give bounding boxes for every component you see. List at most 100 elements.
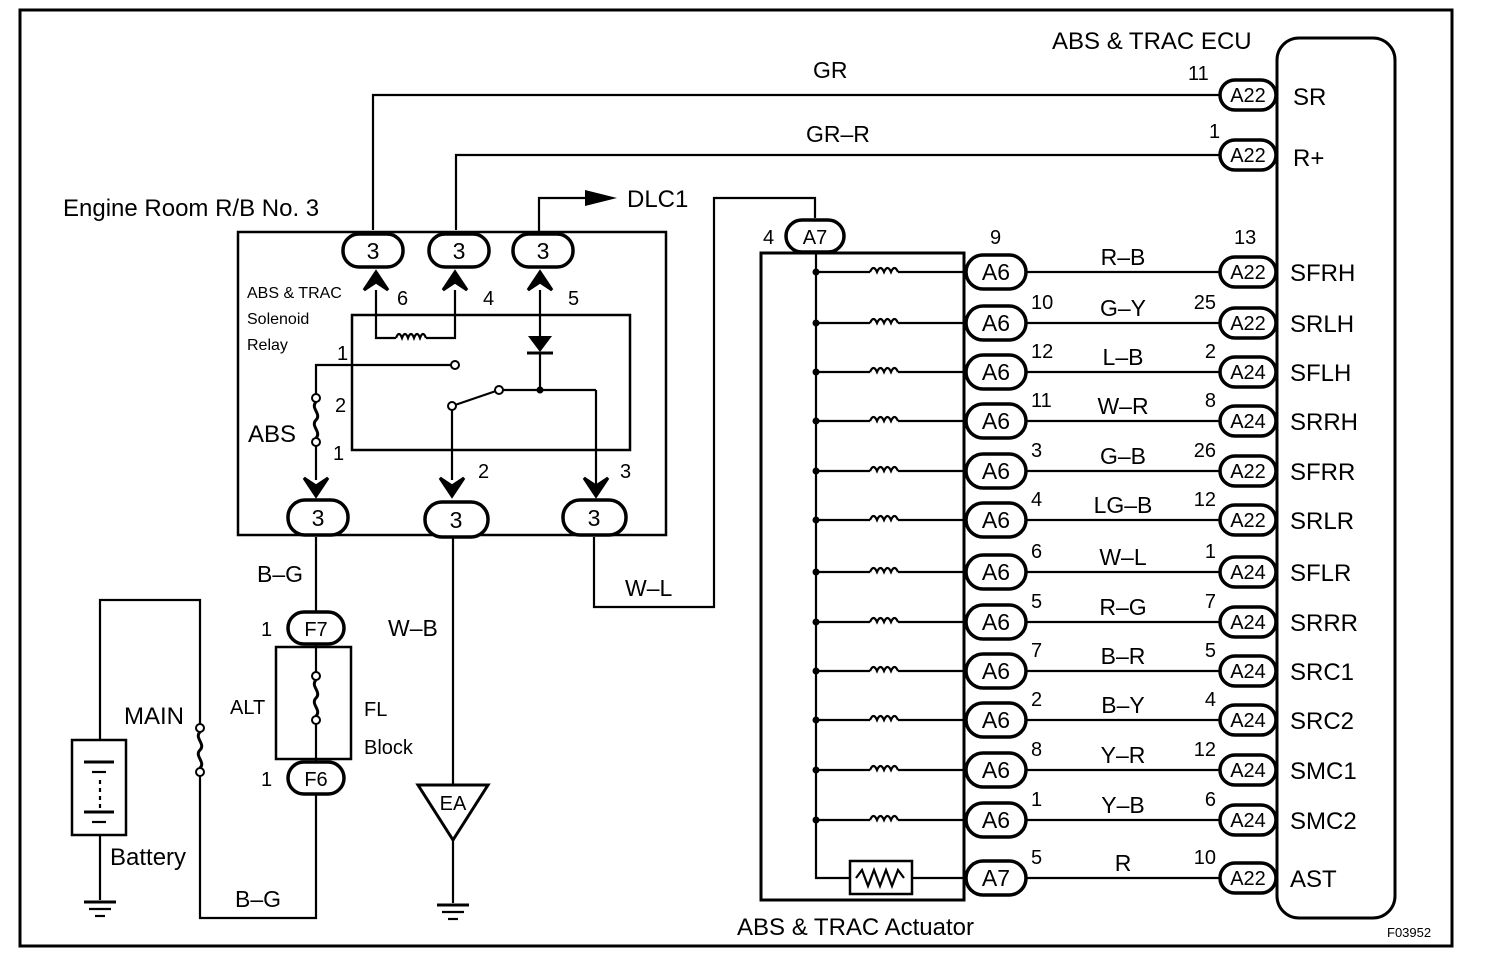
rplus-terminal: R+ [1293, 145, 1324, 172]
solenoid-coil-icon [868, 566, 900, 575]
actuator-connector: A6 [964, 402, 1028, 440]
actuator-connector: A6 [964, 353, 1028, 391]
ecu-connector: A24 [1218, 703, 1278, 737]
actuator-pin: 10 [1031, 292, 1053, 314]
solenoid-coil-icon [868, 317, 900, 326]
solenoid-coil-icon [868, 514, 900, 523]
alt-fuse-icon [312, 678, 320, 718]
actuator-pin: 11 [1031, 390, 1052, 412]
svg-text:A24: A24 [1230, 810, 1266, 832]
alt-label: ALT [230, 697, 265, 719]
fuse-pin-1: 1 [333, 443, 344, 465]
actuator-box [759, 251, 966, 902]
actuator-pin: 6 [1031, 541, 1042, 563]
relay-pin-5: 5 [568, 288, 579, 310]
wire-color: R–B [1101, 244, 1146, 270]
ecu-pin: 12 [1194, 739, 1216, 761]
wire-sr-color: GR [813, 57, 848, 83]
svg-text:A6: A6 [982, 458, 1010, 484]
actuator-bus [814, 252, 850, 880]
actuator-label: ABS & TRAC Actuator [737, 914, 974, 941]
solenoid-coil-icon [868, 415, 900, 424]
abs-fuse-label: ABS [248, 421, 296, 448]
wire-color: Y–R [1101, 742, 1146, 768]
actuator-pin: 9 [990, 227, 1001, 249]
pin4-arrow-icon [441, 269, 469, 292]
ecu-connector: A22 [1218, 503, 1278, 537]
wire-wb-color: W–B [388, 615, 438, 641]
actuator-connector: A6 [964, 553, 1028, 591]
battery-box [70, 738, 128, 837]
wire-wl-color: W–L [625, 575, 673, 601]
ecu-terminal: SRRR [1290, 610, 1358, 637]
relay-inner-box [350, 313, 632, 452]
actuator-pin: 12 [1031, 341, 1053, 363]
fl-label: FL [364, 699, 387, 721]
svg-text:A22: A22 [1230, 313, 1266, 335]
dlc1-arrow-icon [585, 190, 617, 206]
actuator-pin: 3 [1031, 440, 1042, 462]
relay-label-3: Relay [247, 337, 288, 354]
relay-label-2: Solenoid [247, 311, 309, 328]
pin5-arrow-icon [526, 269, 554, 292]
wire-dlc1 [537, 196, 590, 232]
svg-text:F6: F6 [304, 769, 327, 791]
solenoid-coil-icon [868, 266, 900, 275]
wire-bg-bottom [198, 776, 318, 920]
a7-top-connector: A7 [784, 218, 846, 254]
ecu-pin: 10 [1194, 847, 1216, 869]
svg-text:A6: A6 [982, 259, 1010, 285]
ecu-connector: A22 [1218, 454, 1278, 488]
ecu-terminal: SRLH [1290, 311, 1354, 338]
block-label: Block [364, 737, 414, 759]
ecu-terminal: SRRH [1290, 409, 1358, 436]
ecu-pin: 5 [1205, 640, 1216, 662]
ecu-terminal: SFRH [1290, 260, 1355, 287]
sr-ecu-connector: A22 [1218, 78, 1278, 112]
actuator-pin: 4 [1031, 489, 1042, 511]
a7-top-pin: 4 [763, 227, 774, 249]
wire-color: Y–B [1101, 792, 1144, 818]
wire-bg-color: B–G [257, 561, 303, 587]
f7-connector: F7 [286, 610, 346, 646]
actuator-connector: A6 [964, 452, 1028, 490]
relay-bottom-connector-3: 3 [561, 498, 628, 537]
ecu-terminal: SRC2 [1290, 708, 1354, 735]
solenoid-coil-icon [868, 665, 900, 674]
switch-arm-icon [454, 389, 497, 407]
diode-icon [528, 336, 552, 352]
ecu-pin: 4 [1205, 689, 1216, 711]
battery-icon [84, 760, 114, 824]
down-arrow-1-icon [302, 476, 330, 499]
ecu-terminal: SRLR [1290, 508, 1354, 535]
svg-text:A7: A7 [982, 865, 1010, 891]
svg-text:A24: A24 [1230, 661, 1266, 683]
ecu-terminal: SMC1 [1290, 758, 1357, 785]
wire-bg-bottom-color: B–G [235, 886, 281, 912]
wire-color: B–Y [1101, 692, 1144, 718]
ecu-pin: 2 [1205, 341, 1216, 363]
svg-text:A22: A22 [1230, 868, 1266, 890]
actuator-pin: 1 [1031, 789, 1042, 811]
ecu-pin: 25 [1194, 292, 1216, 314]
svg-text:A24: A24 [1230, 562, 1266, 584]
f6-connector: F6 [286, 760, 346, 796]
main-fuse-label: MAIN [124, 703, 184, 730]
relay-coil-wire-right [426, 290, 457, 340]
wire-color: G–B [1100, 443, 1146, 469]
ecu-title: ABS & TRAC ECU [1052, 28, 1252, 55]
svg-text:EA: EA [440, 793, 467, 815]
ecu-terminal: SFLR [1290, 560, 1351, 587]
svg-text:A22: A22 [1230, 85, 1266, 107]
wire-color: R [1115, 850, 1132, 876]
solenoid-coil-icon [868, 465, 900, 474]
